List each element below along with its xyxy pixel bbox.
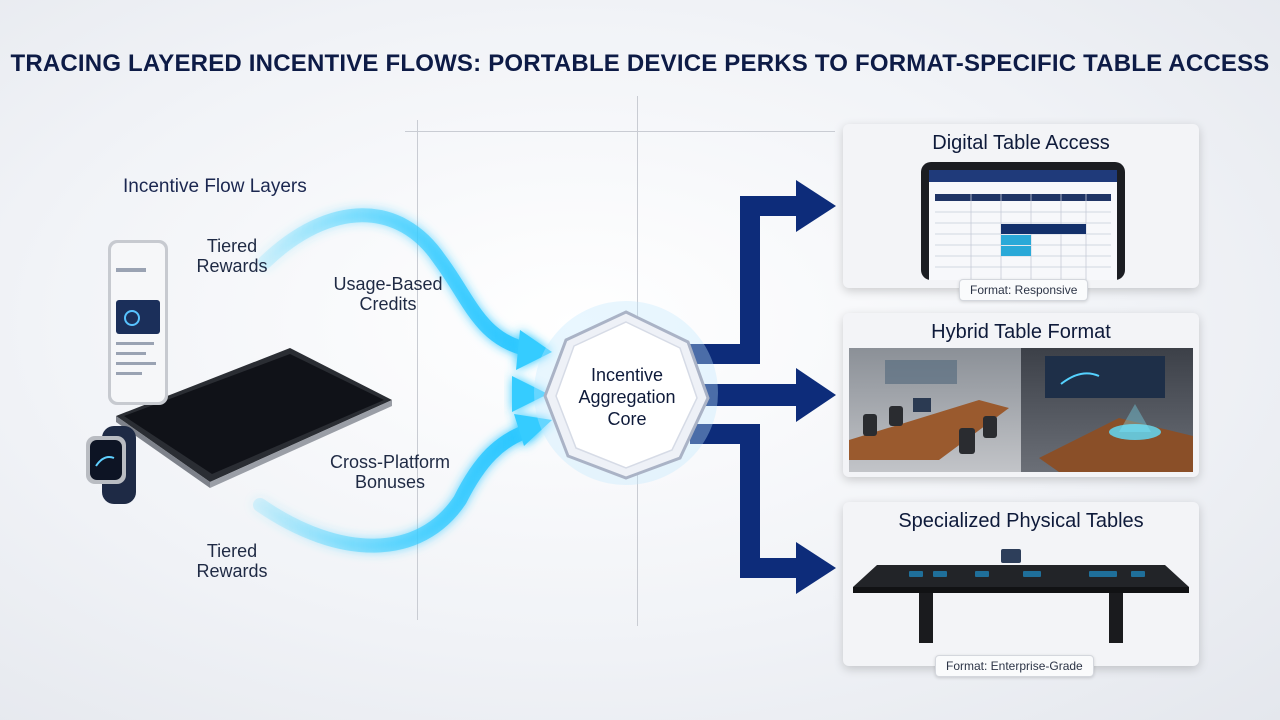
aggregation-core	[534, 301, 718, 485]
format-badge: Format: Enterprise-Grade	[935, 655, 1094, 677]
output-card-physical: Specialized Physical Tables Format: Ente…	[843, 502, 1199, 677]
grid-line	[417, 120, 418, 620]
conference-table-icon	[853, 549, 1189, 643]
flow-label-usage-credits: Usage-Based Credits	[333, 274, 443, 314]
diagram-title: TRACING LAYERED INCENTIVE FLOWS: PORTABL…	[10, 50, 1270, 77]
card-title: Hybrid Table Format	[931, 321, 1111, 343]
output-card-hybrid: Hybrid Table Format	[843, 313, 1199, 477]
flow-arrowhead	[512, 376, 548, 412]
card-title: Specialized Physical Tables	[898, 510, 1144, 532]
flow-arrowhead	[514, 414, 552, 446]
core-label: Incentive Aggregation Core	[578, 365, 676, 429]
laptop-icon	[921, 162, 1125, 280]
output-card-digital: Digital Table Access Format: Responsive	[843, 124, 1199, 301]
flow-path-tiered-top	[258, 208, 537, 357]
format-badge: Format: Responsive	[959, 279, 1089, 301]
grid-line	[405, 131, 835, 132]
flow-layers-heading: Incentive Flow Layers	[123, 176, 307, 197]
flow-label-cross-platform: Cross-Platform Bonuses	[329, 452, 450, 492]
conference-table-icon	[849, 348, 1193, 472]
flow-label-tiered-rewards: Tiered Rewards	[196, 236, 268, 276]
smartwatch-icon	[86, 426, 136, 504]
tablet-icon	[116, 348, 392, 488]
flow-arrowhead	[516, 330, 552, 370]
card-title: Digital Table Access	[932, 132, 1110, 154]
output-arrows	[690, 180, 836, 594]
flow-path-cross-platform	[253, 423, 537, 553]
flow-label-tiered-rewards-bottom: Tiered Rewards	[196, 541, 268, 581]
device-cluster	[86, 240, 392, 504]
smartphone-icon	[108, 240, 168, 405]
